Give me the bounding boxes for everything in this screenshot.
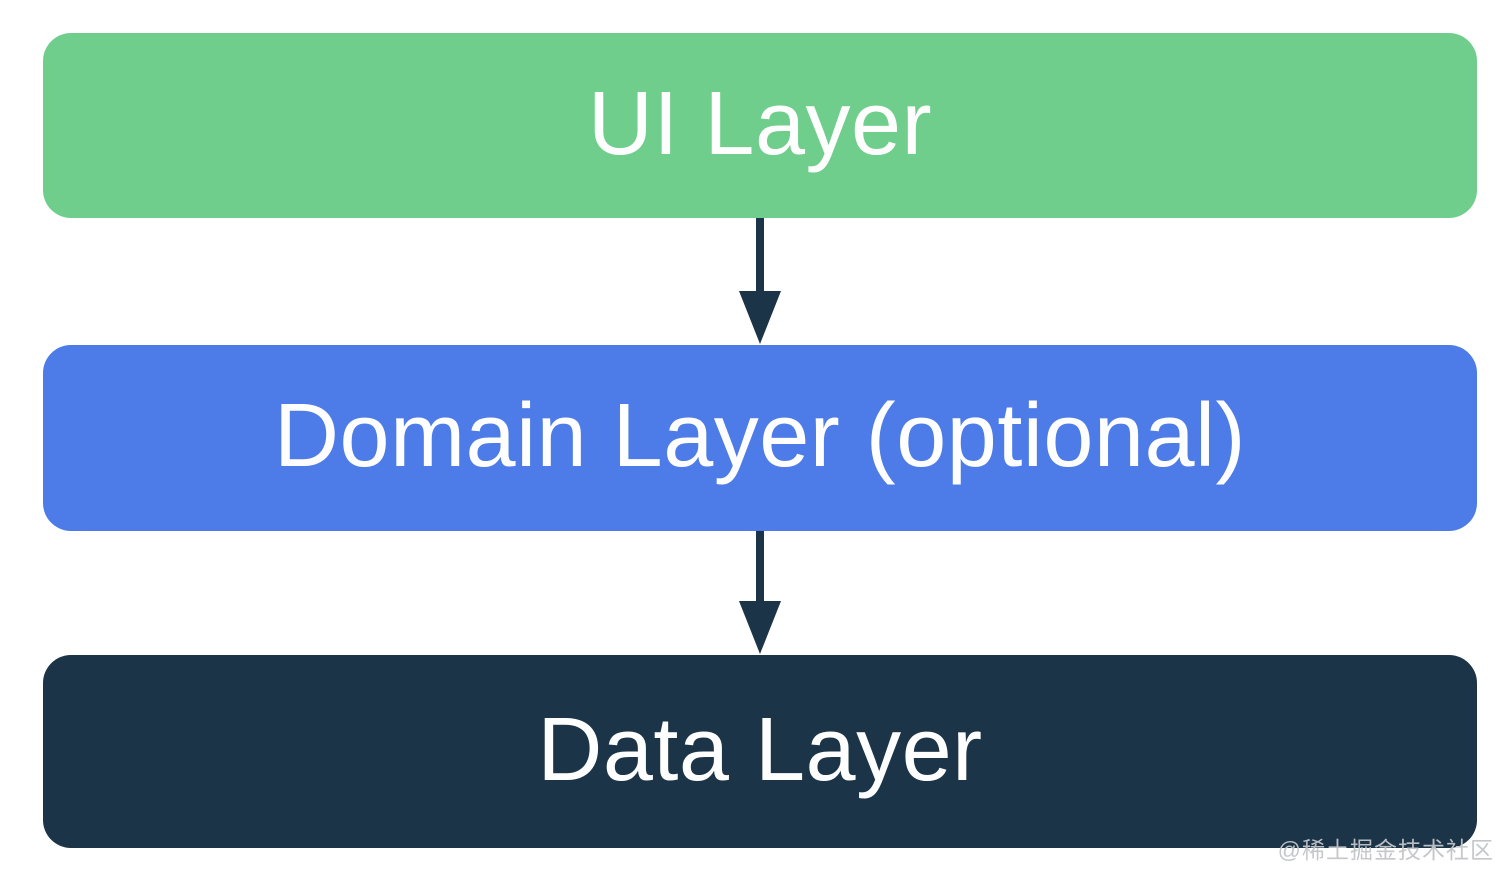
layer-box-domain: Domain Layer (optional) [43, 345, 1477, 531]
layer-label-domain: Domain Layer (optional) [274, 386, 1246, 486]
layer-stack: UI Layer Domain Layer (optional) Data La… [43, 33, 1477, 848]
layer-label-data: Data Layer [537, 699, 983, 800]
layer-box-ui: UI Layer [43, 33, 1477, 218]
down-arrow-icon [739, 531, 781, 654]
layer-box-data: Data Layer [43, 655, 1477, 848]
layer-label-ui: UI Layer [587, 73, 933, 174]
down-arrow-icon [739, 218, 781, 344]
